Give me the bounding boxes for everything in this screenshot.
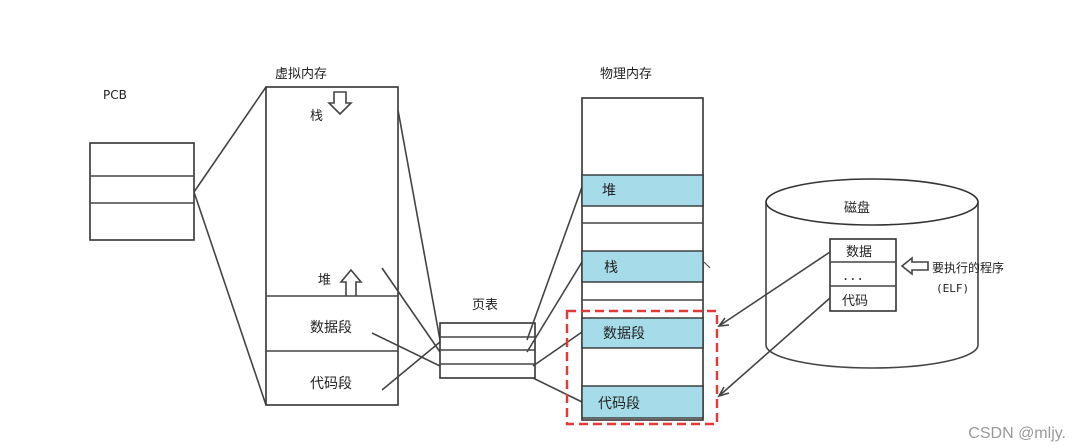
pcb-label: PCB [103, 88, 127, 102]
virtual-stack-label: 栈 [310, 109, 323, 124]
virtual-memory-block [265, 86, 399, 406]
program-note-line1: 要执行的程序 [932, 260, 1004, 275]
virtual-memory-title: 虚拟内存 [275, 66, 327, 82]
disk-to-physical-arrows [717, 251, 831, 398]
heap-grow-up-arrow-icon [339, 268, 363, 296]
disk-title: 磁盘 [844, 200, 870, 216]
physical-heap-label: 堆 [602, 183, 616, 199]
physical-memory-block [581, 97, 711, 421]
elf-file-block [829, 238, 897, 312]
physical-data-segment-label: 数据段 [603, 326, 645, 342]
virtual-code-segment-label: 代码段 [310, 376, 352, 392]
stack-grow-down-arrow-icon [327, 91, 353, 116]
disk-cylinder [765, 178, 979, 369]
pcb-to-virtual-lines [193, 86, 267, 406]
virtual-heap-label: 堆 [318, 273, 331, 288]
disk-code-label: 代码 [842, 294, 868, 309]
program-pointer-arrow-icon [900, 256, 929, 276]
program-note-line2: (ELF) [936, 282, 969, 295]
pagetable-to-physical-lines [526, 186, 583, 403]
pcb-block [89, 142, 195, 241]
virtual-data-segment-label: 数据段 [310, 320, 352, 336]
page-table-title: 页表 [472, 298, 498, 313]
physical-stack-label: 栈 [604, 260, 618, 276]
virtual-to-pagetable-lines [371, 109, 441, 391]
physical-code-segment-label: 代码段 [598, 396, 640, 412]
page-table-block [439, 322, 536, 379]
disk-ellipsis-label: ... [842, 269, 864, 283]
disk-data-label: 数据 [846, 245, 872, 260]
physical-memory-title: 物理内存 [600, 66, 652, 82]
watermark: CSDN @mljy. [968, 425, 1066, 442]
loaded-segments-highlight [565, 309, 719, 426]
